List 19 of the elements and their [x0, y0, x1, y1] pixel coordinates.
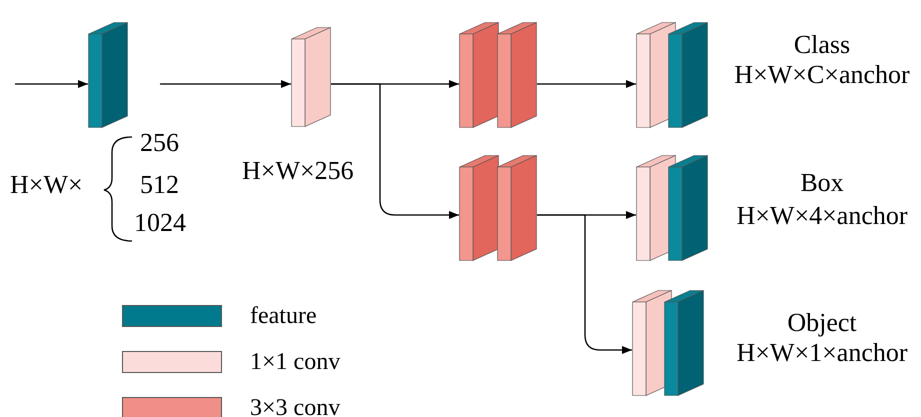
arrow: [331, 83, 459, 219]
shape-label: H×W×1×anchor: [736, 340, 908, 366]
output-title: Object: [787, 310, 857, 336]
channel-label: 1024: [134, 210, 186, 236]
arrow: [537, 214, 632, 354]
legend-label: 1×1 conv: [250, 350, 340, 374]
output-title: Class: [794, 32, 850, 58]
output-title: Box: [800, 170, 844, 196]
channel-label: 512: [140, 172, 179, 198]
shape-label: H×W×4×anchor: [736, 203, 908, 229]
shape-label: H×W×: [10, 172, 83, 198]
legend-label: 3×3 conv: [250, 396, 340, 417]
arrow: [15, 80, 88, 88]
shape-label: H×W×256: [242, 158, 354, 184]
arrow: [160, 80, 291, 88]
legend-label: feature: [250, 304, 317, 328]
channel-label: 256: [140, 130, 179, 156]
arrow: [537, 80, 636, 88]
shape-label: H×W×C×anchor: [734, 62, 910, 88]
